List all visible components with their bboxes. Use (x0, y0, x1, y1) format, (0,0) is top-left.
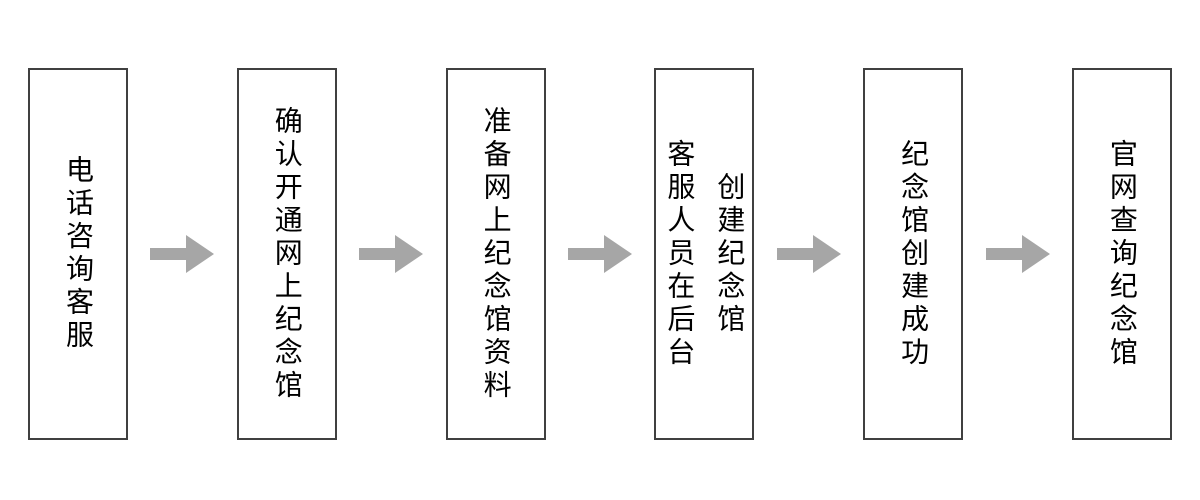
flow-step-1-text: 电话咨询客服 (53, 70, 103, 438)
flow-step-2-text: 确认开通网上纪念馆 (262, 70, 312, 438)
flow-step-confirm-open: 确认开通网上纪念馆 (236, 68, 337, 440)
right-arrow-icon (776, 234, 841, 274)
flow-step-staff-create: 客服人员在后台 创建纪念馆 (654, 68, 755, 440)
flow-step-text-column: 确认开通网上纪念馆 (270, 105, 304, 403)
right-arrow-icon (985, 234, 1050, 274)
flow-step-text-column: 电话咨询客服 (62, 155, 95, 353)
flow-step-text-column: 准备网上纪念馆资料 (479, 105, 513, 403)
flow-step-text-column: 官网查询纪念馆 (1105, 138, 1139, 370)
flow-step-text-column: 客服人员在后台 (663, 138, 697, 370)
flow-step-prepare-materials: 准备网上纪念馆资料 (445, 68, 546, 440)
flow-step-4-text: 客服人员在后台 创建纪念馆 (654, 70, 754, 438)
flow-step-create-success: 纪念馆创建成功 (863, 68, 964, 440)
flow-step-website-lookup: 官网查询纪念馆 (1071, 68, 1172, 440)
right-arrow-icon (150, 234, 215, 274)
flow-step-6-text: 官网查询纪念馆 (1097, 70, 1147, 438)
flow-step-5-text: 纪念馆创建成功 (888, 70, 938, 438)
right-arrow-icon (359, 234, 424, 274)
flow-step-3-text: 准备网上纪念馆资料 (471, 70, 521, 438)
flow-step-text-column: 创建纪念馆 (713, 171, 747, 337)
right-arrow-icon (567, 234, 632, 274)
flow-step-text-column: 纪念馆创建成功 (897, 138, 931, 370)
flow-step-phone-consult: 电话咨询客服 (28, 68, 128, 440)
